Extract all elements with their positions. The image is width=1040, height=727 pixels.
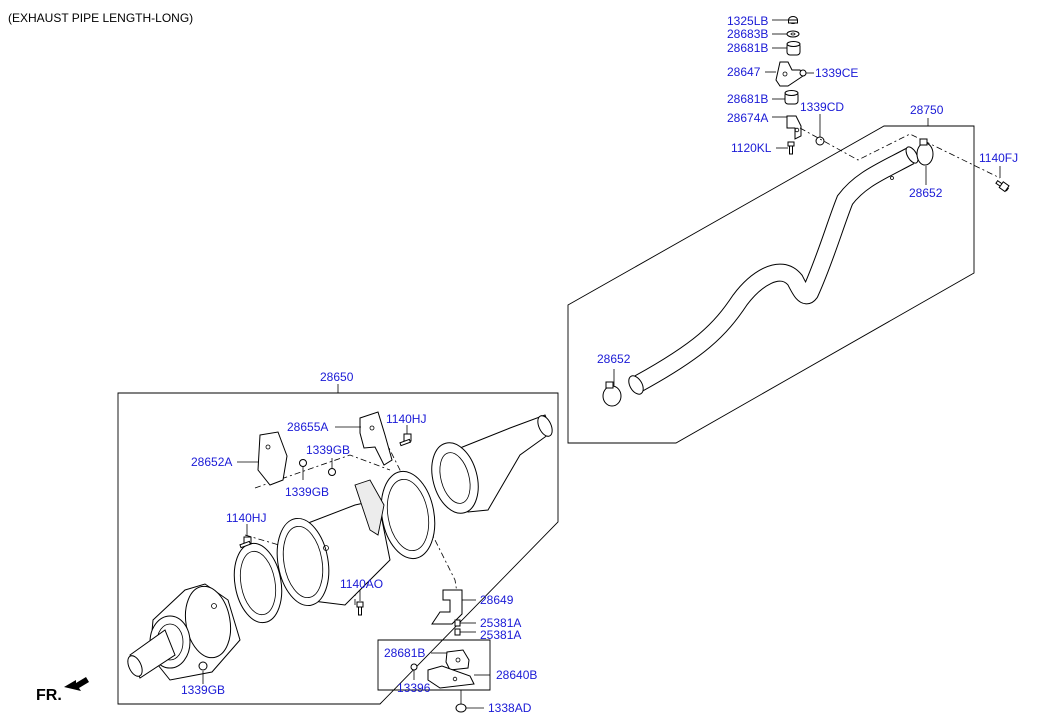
- label-28652-mid[interactable]: 28652: [597, 352, 631, 366]
- label-28650[interactable]: 28650: [320, 370, 354, 384]
- rear-converter[interactable]: [424, 413, 555, 518]
- label-28652A[interactable]: 28652A: [191, 455, 232, 469]
- label-28640B[interactable]: 28640B: [496, 668, 537, 682]
- washer-icon[interactable]: [786, 30, 800, 38]
- label-1339GB-c[interactable]: 1339GB: [181, 683, 225, 697]
- bracket-icon[interactable]: [775, 61, 804, 87]
- label-28652-right[interactable]: 28652: [909, 186, 943, 200]
- muffler-group: 28650: [117, 370, 559, 705]
- rubber-mount-icon[interactable]: [445, 649, 470, 671]
- label-1140AO[interactable]: 1140AO: [340, 577, 383, 591]
- bolt-icon[interactable]: [239, 536, 252, 549]
- pipe-clamp-icon[interactable]: [916, 138, 934, 166]
- label-28681B-mid[interactable]: 28681B: [727, 92, 768, 106]
- nut-icon[interactable]: [299, 459, 307, 467]
- bracket-icon[interactable]: [257, 431, 288, 486]
- label-1339GB-b[interactable]: 1339GB: [285, 485, 329, 499]
- tail-pipe[interactable]: [626, 145, 921, 397]
- flange-gasket[interactable]: [228, 540, 287, 627]
- lower-hanger-group: 28649 25381A 25381A 28681B 28640B: [377, 589, 537, 715]
- label-1339CE[interactable]: 1339CE: [815, 66, 858, 80]
- nut-icon[interactable]: [198, 661, 208, 671]
- label-28683B[interactable]: 28683B: [727, 27, 768, 41]
- label-25381A-b[interactable]: 25381A: [480, 628, 521, 642]
- pipe-clamp-icon[interactable]: [602, 381, 622, 407]
- nut-icon[interactable]: [328, 468, 336, 476]
- nut-icon[interactable]: [455, 703, 467, 713]
- label-1140HJ-top[interactable]: 1140HJ: [386, 412, 426, 426]
- diagram-title: (EXHAUST PIPE LENGTH-LONG): [8, 11, 193, 25]
- catalytic-body[interactable]: [271, 479, 391, 610]
- rubber-mount-icon[interactable]: [786, 41, 801, 56]
- nut-icon[interactable]: [815, 136, 825, 146]
- front-direction-indicator: FR.: [36, 677, 89, 704]
- bolt-icon[interactable]: [787, 141, 795, 155]
- bolt-icon[interactable]: [995, 180, 1010, 193]
- label-28681B-top[interactable]: 28681B: [727, 41, 768, 55]
- label-28647[interactable]: 28647: [727, 65, 761, 79]
- bolt-icon[interactable]: [356, 601, 364, 616]
- nut-icon[interactable]: [410, 663, 418, 671]
- bracket-icon[interactable]: [359, 411, 393, 466]
- label-1338AD[interactable]: 1338AD: [488, 701, 532, 715]
- hanger-stack-top: 1325LB 28683B 28681B 28647 1339CE: [727, 14, 858, 155]
- stud-icon[interactable]: [454, 619, 461, 636]
- label-1339GB-a[interactable]: 1339GB: [306, 443, 350, 457]
- arrow-icon: [64, 677, 89, 691]
- nut-icon[interactable]: [799, 69, 807, 77]
- bracket-icon[interactable]: [427, 665, 475, 689]
- label-28674A[interactable]: 28674A: [727, 111, 768, 125]
- label-28750[interactable]: 28750: [910, 103, 944, 117]
- bolt-icon[interactable]: [399, 433, 412, 447]
- label-1140HJ-left[interactable]: 1140HJ: [226, 511, 266, 525]
- front-converter[interactable]: [125, 583, 241, 681]
- label-1120KL[interactable]: 1120KL: [731, 141, 772, 155]
- label-1325LB[interactable]: 1325LB: [727, 14, 768, 28]
- bracket-icon[interactable]: [786, 115, 802, 140]
- rubber-mount-icon[interactable]: [784, 90, 799, 105]
- nut-icon[interactable]: [788, 16, 798, 24]
- label-25381A-a[interactable]: 25381A: [480, 616, 521, 630]
- tail-pipe-group: 28750 28652 1140FJ 28: [567, 103, 1018, 444]
- fr-label: FR.: [36, 687, 62, 704]
- label-13396[interactable]: 13396: [397, 681, 431, 695]
- label-28649[interactable]: 28649: [480, 593, 514, 607]
- bracket-icon[interactable]: [431, 589, 463, 625]
- label-1140FJ[interactable]: 1140FJ: [979, 151, 1018, 165]
- label-28681B-bot[interactable]: 28681B: [384, 646, 425, 660]
- label-1339CD[interactable]: 1339CD: [800, 100, 844, 114]
- label-28655A[interactable]: 28655A: [287, 420, 328, 434]
